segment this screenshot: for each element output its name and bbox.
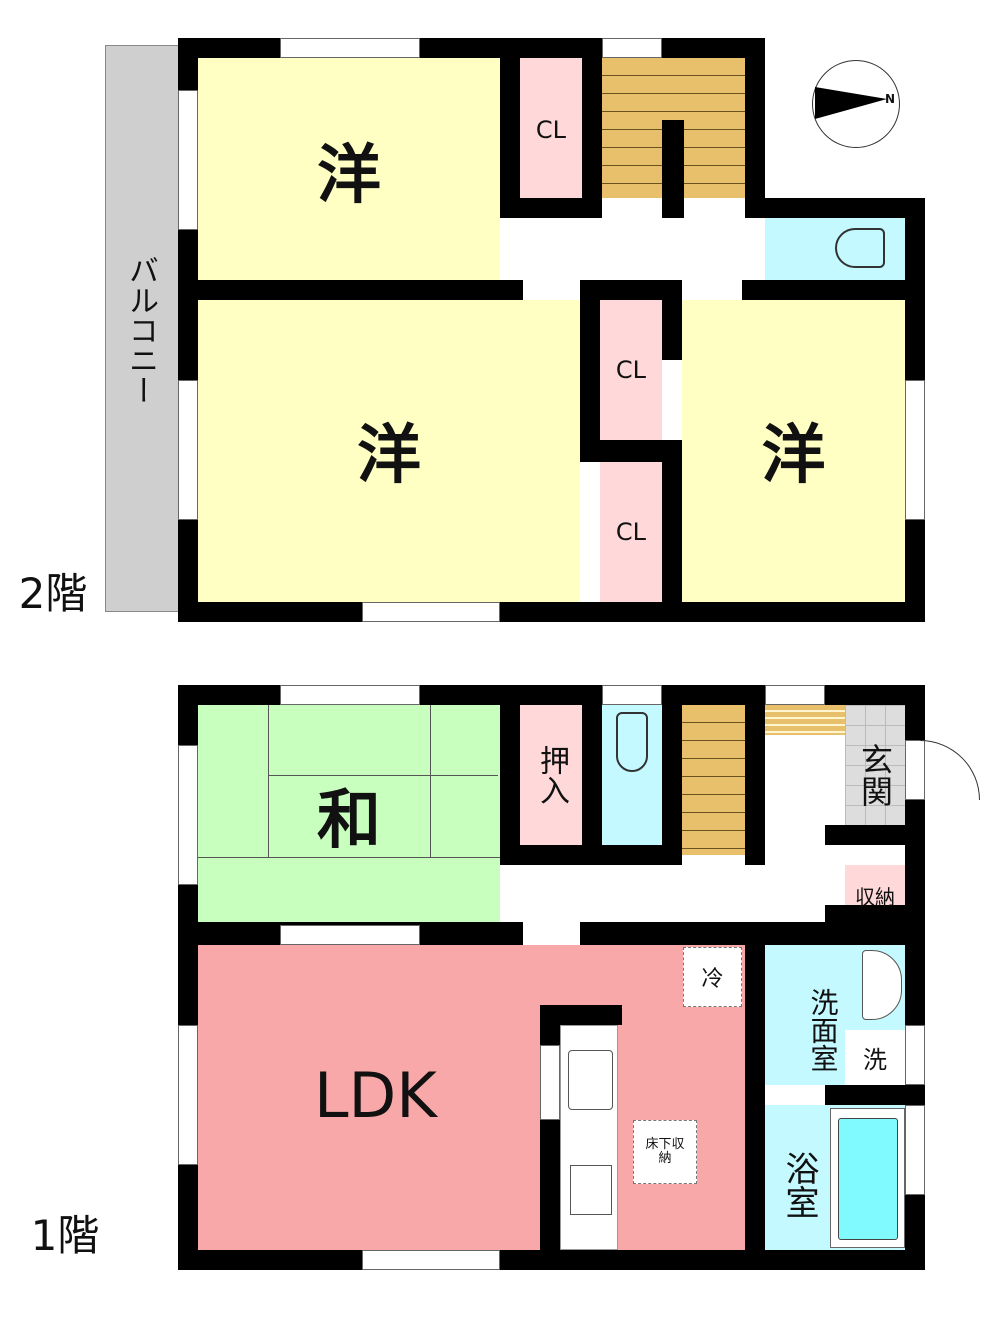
balcony: [105, 45, 180, 612]
staircase: [682, 705, 745, 855]
wall: [178, 602, 925, 622]
toilet-icon: [835, 228, 885, 268]
floor-label-1f: 1階: [30, 1211, 100, 1260]
window: [178, 1025, 198, 1165]
western-room-middle: [198, 300, 580, 602]
wall: [662, 440, 682, 602]
wall: [825, 905, 925, 925]
window: [178, 90, 198, 230]
window: [540, 1045, 560, 1120]
toilet-icon: [616, 712, 648, 772]
room-label-storage: 収納: [855, 884, 895, 909]
window: [905, 1025, 925, 1085]
room-label-oshiire: 押入: [534, 745, 569, 805]
sink-icon: [568, 1050, 613, 1110]
western-room-right: [682, 300, 905, 602]
room-label-western-middle: 洋: [357, 419, 421, 493]
window: [905, 1105, 925, 1195]
window: [280, 925, 420, 945]
washer-space: 洗: [845, 1030, 905, 1085]
kitchen-counter: [560, 1025, 618, 1250]
wall: [745, 922, 765, 1270]
wall: [745, 685, 765, 865]
wall: [500, 198, 602, 218]
stove-icon: [570, 1165, 612, 1215]
toilet-room: [602, 705, 662, 845]
wall: [178, 280, 523, 300]
underfloor-storage: 床下収納: [633, 1120, 697, 1184]
wall: [745, 198, 925, 218]
closet: [600, 300, 662, 440]
window: [362, 602, 500, 622]
wall: [178, 38, 762, 58]
entrance: [845, 705, 905, 825]
closet-label: CL: [615, 518, 647, 546]
window: [178, 745, 198, 885]
window: [280, 685, 420, 705]
window: [602, 685, 662, 705]
window: [178, 380, 198, 520]
closet: [600, 462, 662, 602]
bathtub: [838, 1118, 898, 1240]
entrance-door[interactable]: [920, 740, 980, 800]
oshiire: [520, 705, 582, 845]
compass-icon: N: [812, 60, 900, 148]
wall: [580, 280, 600, 460]
room-label-entrance: 玄関: [856, 743, 894, 807]
washbasin-icon: [862, 950, 902, 1020]
wall: [662, 120, 684, 218]
closet-label: CL: [535, 116, 567, 144]
balcony-label: バルコニー: [123, 255, 158, 405]
wall: [500, 38, 520, 218]
wall: [582, 685, 602, 865]
room-label-western-top: 洋: [317, 139, 381, 213]
room-label-western-right: 洋: [761, 419, 826, 493]
wall: [745, 38, 765, 218]
window: [905, 380, 925, 520]
wall: [825, 1085, 925, 1105]
room-label-japanese: 和: [317, 784, 381, 858]
compass-north-label: N: [884, 92, 896, 106]
fridge-space: 冷: [683, 947, 742, 1007]
wall: [582, 38, 602, 218]
wall: [580, 440, 680, 462]
window: [362, 1250, 500, 1270]
wall: [662, 280, 682, 360]
ldk: [198, 945, 745, 1250]
closet: [520, 58, 582, 198]
wall: [500, 685, 520, 865]
room-label-bath: 浴室: [779, 1151, 819, 1219]
window: [280, 38, 420, 58]
window: [602, 38, 662, 58]
wall: [500, 845, 662, 865]
wall: [825, 825, 925, 845]
floor-label-2f: 2階: [18, 568, 88, 618]
window: [765, 685, 825, 705]
room-label-ldk: LDK: [314, 1058, 437, 1132]
room-label-washroom: 洗面室: [806, 988, 840, 1072]
wall: [582, 280, 682, 300]
closet-label: CL: [615, 356, 647, 384]
wall: [662, 685, 682, 865]
wall: [540, 1005, 622, 1025]
wall: [742, 280, 925, 300]
western-room-top: [198, 58, 500, 280]
japanese-room: [198, 705, 500, 922]
